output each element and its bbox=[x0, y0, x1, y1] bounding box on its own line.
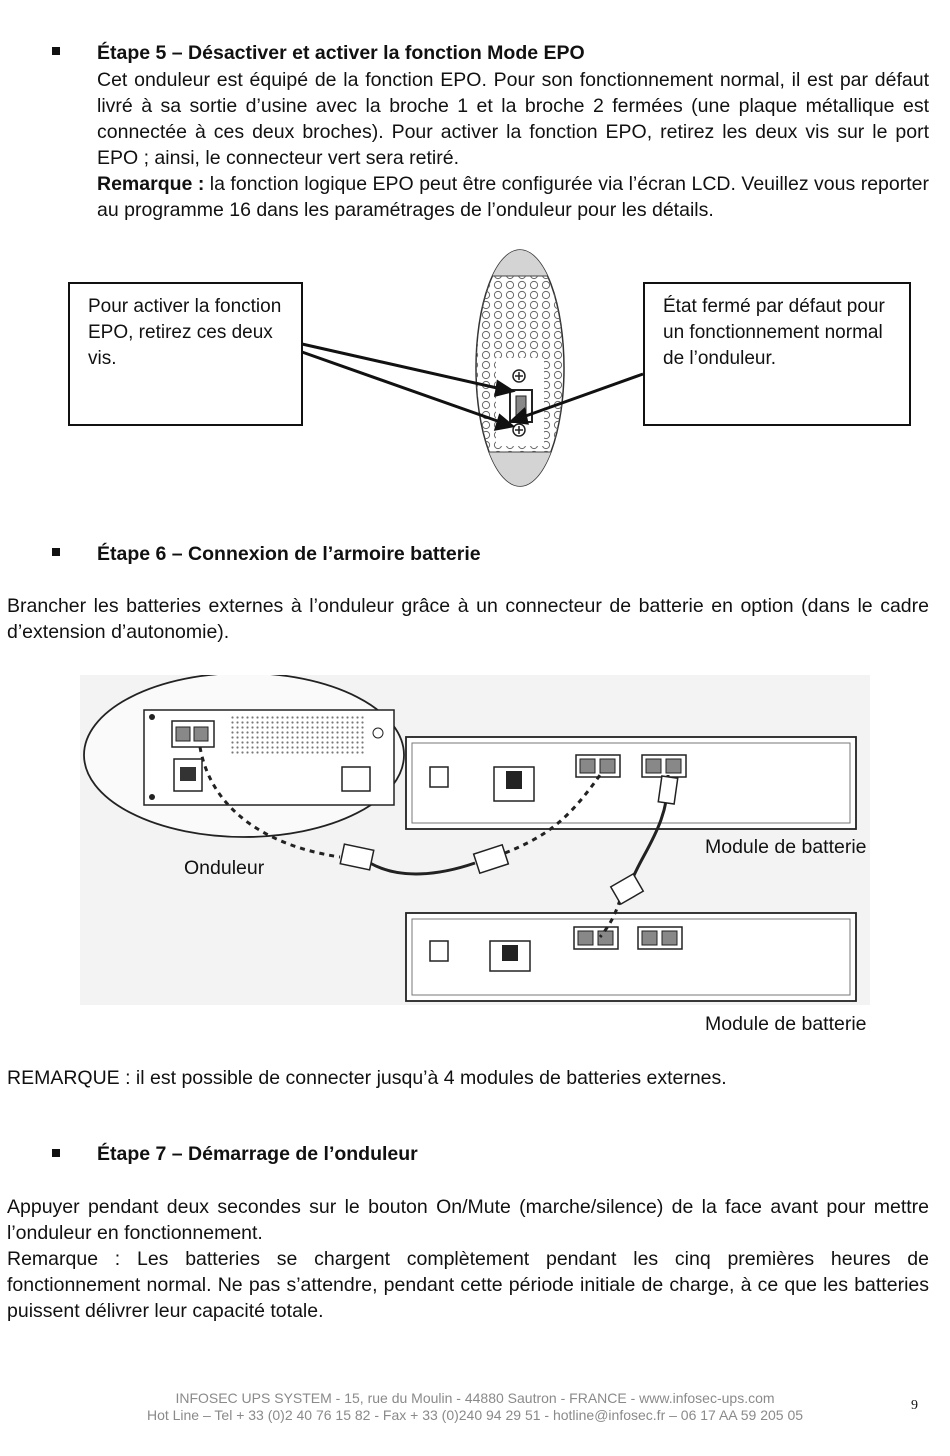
footer-line-1: INFOSEC UPS SYSTEM - 15, rue du Moulin -… bbox=[175, 1390, 775, 1406]
step6-body: Brancher les batteries externes à l’ondu… bbox=[7, 595, 929, 643]
epo-port-illustration bbox=[301, 249, 644, 487]
label-ups: Onduleur bbox=[184, 857, 265, 879]
battery-connection-illustration bbox=[80, 675, 870, 1005]
epo-callout-left-text: Pour activer la fonction EPO, retirez ce… bbox=[88, 296, 282, 369]
step5-body: Cet onduleur est équipé de la fonction E… bbox=[97, 67, 929, 223]
bullet-step6 bbox=[52, 548, 60, 556]
step7-text: Appuyer pendant deux secondes sur le bou… bbox=[7, 1196, 929, 1244]
step6-heading: Étape 6 – Connexion de l’armoire batteri… bbox=[97, 543, 481, 565]
footer-line-2: Hot Line – Tel + 33 (0)2 40 76 15 82 - F… bbox=[146, 1407, 804, 1423]
step5-heading: Étape 5 – Désactiver et activer la fonct… bbox=[97, 42, 585, 64]
step6-remark: REMARQUE : il est possible de connecter … bbox=[7, 1067, 727, 1089]
label-battery-module-2: Module de batterie bbox=[705, 1013, 867, 1035]
step7-heading: Étape 7 – Démarrage de l’onduleur bbox=[97, 1143, 418, 1165]
page-number: 9 bbox=[911, 1398, 918, 1413]
battery-module-1 bbox=[405, 736, 857, 830]
step5-remark-label: Remarque : bbox=[97, 173, 205, 195]
battery-module-2 bbox=[405, 912, 857, 1002]
label-battery-module-1: Module de batterie bbox=[705, 836, 867, 858]
epo-callout-left: Pour activer la fonction EPO, retirez ce… bbox=[68, 282, 303, 426]
step7-remark: Remarque : Les batteries se chargent com… bbox=[7, 1248, 929, 1322]
epo-callout-right: État fermé par défaut pour un fonctionne… bbox=[643, 282, 911, 426]
bullet-step7 bbox=[52, 1149, 60, 1157]
step7-body: Appuyer pendant deux secondes sur le bou… bbox=[7, 1194, 929, 1324]
bullet-step5 bbox=[52, 47, 60, 55]
ups-rear-panel bbox=[83, 675, 405, 838]
epo-callout-right-text: État fermé par défaut pour un fonctionne… bbox=[663, 296, 885, 369]
step5-remark-text: la fonction logique EPO peut être config… bbox=[97, 173, 929, 221]
step5-text: Cet onduleur est équipé de la fonction E… bbox=[97, 69, 929, 169]
